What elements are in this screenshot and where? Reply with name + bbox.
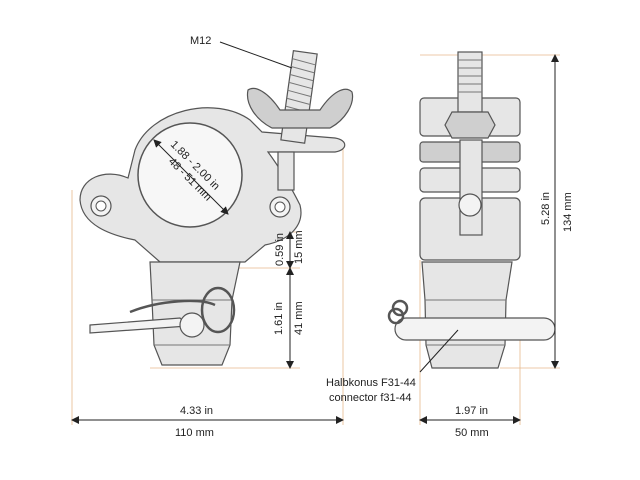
cone-height-mm-label: 41 mm <box>293 301 305 335</box>
width-in-label: 4.33 in <box>180 405 213 417</box>
depth-in-label: 1.97 in <box>455 405 488 417</box>
cone-height-in-label: 1.61 in <box>273 302 285 335</box>
front-half-cone <box>421 261 513 369</box>
depth-mm-label: 50 mm <box>455 427 489 439</box>
total-height-in-label: 5.28 in <box>540 192 552 225</box>
total-height-mm-label: 134 mm <box>562 192 574 232</box>
cone-leader <box>419 329 459 373</box>
cone-de-label: Halbkonus F31-44 <box>326 377 416 389</box>
body-height-in-label: 0.59 in <box>274 233 286 266</box>
front-lower-bolt <box>459 139 483 236</box>
m12-label: M12 <box>190 35 211 47</box>
spring-pin <box>89 286 236 338</box>
wing-nut <box>246 87 354 129</box>
front-ball-joint <box>458 193 482 217</box>
front-pin <box>394 317 556 341</box>
m12-leader <box>219 41 293 69</box>
body-height-mm-label: 15 mm <box>293 230 305 264</box>
front-hex-nut <box>444 111 496 139</box>
front-view: Halbkonus F31-44 connector f31-44 5.28 i… <box>326 51 574 439</box>
threaded-bolt <box>280 50 318 144</box>
lower-bolt <box>277 151 295 191</box>
width-mm-label: 110 mm <box>175 427 214 439</box>
front-bolt <box>457 51 483 113</box>
side-view: 1.88 - 2.00 in 48 - 51 mm M12 0.59 in 15… <box>71 35 354 439</box>
cone-en-label: connector f31-44 <box>329 392 412 404</box>
tube-diameter-line <box>153 139 229 215</box>
